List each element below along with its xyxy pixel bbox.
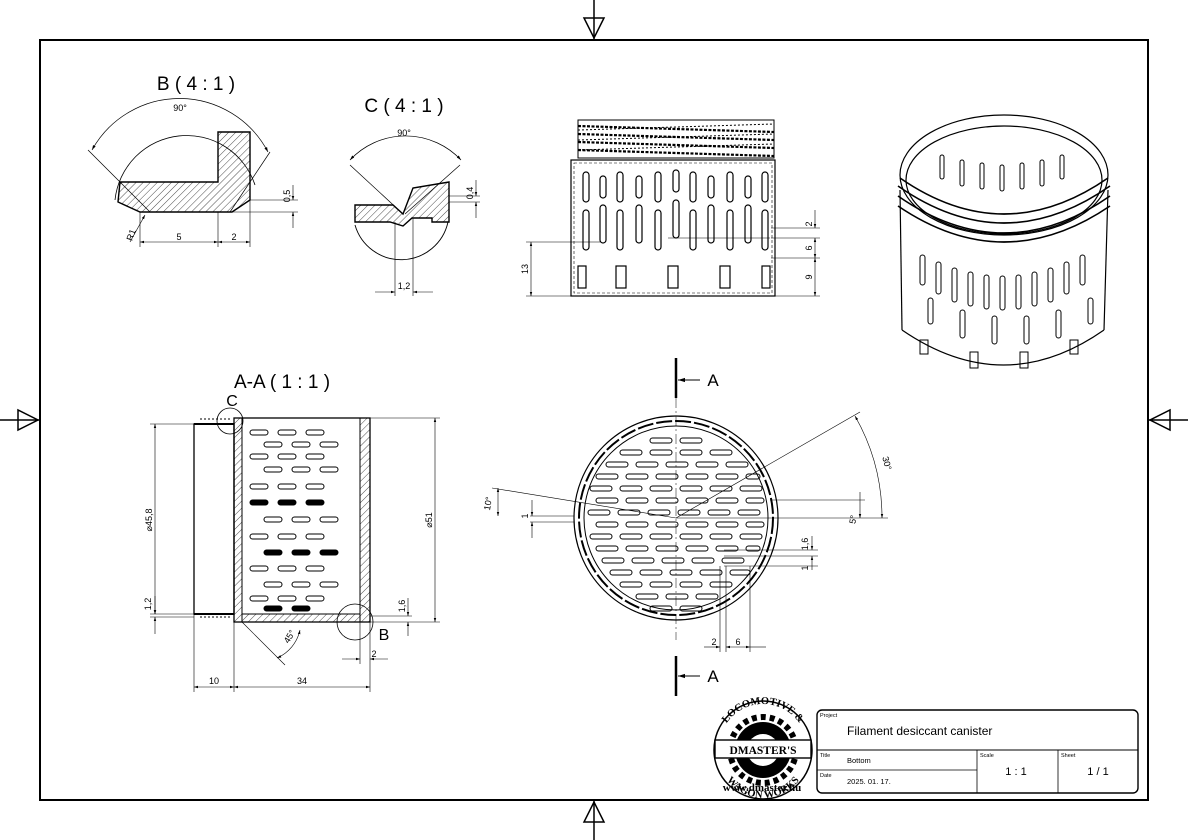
front-dim-2: 2: [804, 221, 814, 226]
detail-b-dim-05: 0,5: [282, 190, 292, 203]
section-aa-title: A-A ( 1 : 1 ): [234, 372, 330, 393]
logo-center-text: DMASTER'S: [729, 745, 796, 757]
thread-band: [577, 119, 775, 159]
bottom-dim-1-left: 1: [520, 513, 530, 518]
detail-b-dim-2: 2: [231, 232, 236, 242]
section-aa-view: A-A ( 1 : 1 ): [143, 372, 440, 692]
callout-b-label: B: [379, 627, 390, 644]
bottom-angle-10: 10°: [482, 496, 494, 512]
front-slots: [577, 169, 771, 289]
title-block: Project Filament desiccant canister Titl…: [816, 709, 1139, 794]
detail-c-angle: 90°: [397, 128, 411, 138]
logo-url: www.dmaster.hu: [723, 782, 801, 794]
sheet-value: 1 / 1: [1087, 766, 1108, 778]
bottom-dim-6: 6: [735, 637, 740, 647]
section-slots: [249, 429, 339, 612]
section-marker-bottom: A: [707, 667, 719, 686]
section-dim-12: 1,2: [143, 598, 153, 611]
center-mark-top: [582, 0, 606, 40]
center-mark-bottom: [582, 800, 606, 840]
bottom-angle-30: 30°: [880, 455, 893, 471]
bottom-view: A A 30° 5° 1: [482, 358, 894, 696]
scale-value: 1 : 1: [1005, 766, 1026, 778]
callout-c-label: C: [226, 393, 238, 410]
detail-c-title: C ( 4 : 1 ): [364, 96, 443, 117]
company-logo: DMASTER'S LOCOMOTIVE & WAGON WORKS www.d…: [713, 696, 813, 801]
front-dim-9: 9: [804, 274, 814, 279]
center-mark-right: [1148, 408, 1188, 432]
detail-b-radius: R1: [125, 228, 138, 242]
callout-c: C: [216, 393, 244, 435]
section-marker-top: A: [707, 371, 719, 390]
section-dim-34: 34: [297, 676, 307, 686]
project-value: Filament desiccant canister: [847, 724, 992, 738]
bottom-dim-2: 2: [711, 637, 716, 647]
detail-c-dim-04: 0,4: [465, 187, 475, 200]
front-view: 2 6 9 13: [520, 119, 820, 297]
detail-b-title: B ( 4 : 1 ): [157, 74, 235, 95]
sheet-label: Sheet: [1061, 753, 1076, 759]
project-label: Project: [820, 713, 838, 719]
section-dim-2: 2: [371, 649, 376, 659]
section-dim-51: ⌀51: [424, 512, 434, 527]
title-value: Bottom: [847, 756, 871, 765]
isometric-view: [897, 114, 1111, 369]
detail-b-view: B ( 4 : 1 ) 90° 5 2 0,5 R1: [87, 74, 298, 247]
date-label: Date: [820, 773, 832, 779]
bottom-angle-5: 5°: [847, 514, 858, 525]
scale-label: Scale: [980, 753, 994, 759]
detail-b-angle: 90°: [173, 103, 187, 113]
section-dim-10: 10: [209, 676, 219, 686]
iso-slots: [919, 154, 1094, 369]
bottom-dim-16: 1,6: [800, 538, 810, 551]
bottom-slots: [587, 437, 765, 612]
section-dim-16: 1,6: [397, 600, 407, 613]
section-dim-458: ⌀45,8: [144, 509, 154, 532]
bottom-dim-1-right: 1: [800, 565, 810, 570]
front-dim-6: 6: [804, 245, 814, 250]
logo-top-text: LOCOMOTIVE &: [720, 696, 806, 726]
detail-c-view: C ( 4 : 1 ) 90° 1,2 0,4: [349, 96, 480, 296]
date-value: 2025. 01. 17.: [847, 777, 891, 786]
title-label: Title: [820, 753, 830, 759]
front-dim-13: 13: [520, 264, 530, 274]
section-line-a: A A: [674, 358, 719, 696]
detail-c-dim-12: 1,2: [398, 281, 411, 291]
detail-b-dim-5: 5: [176, 232, 181, 242]
center-mark-left: [0, 408, 40, 432]
